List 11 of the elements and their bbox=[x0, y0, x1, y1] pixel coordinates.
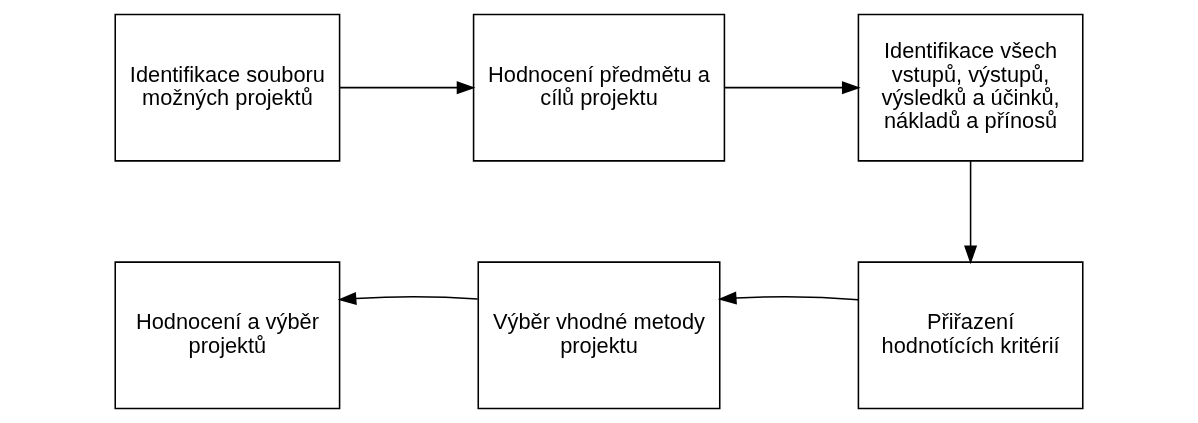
arrow bbox=[339, 81, 476, 95]
node-box: Identifikace všech vstupů, výstupů, výsledků a účinků, nákladů a přínosů bbox=[857, 13, 1084, 162]
node-box: Výběr vhodné metody projektu bbox=[477, 261, 721, 410]
node-box: Hodnocení předmětu a cílů projektu bbox=[472, 13, 726, 162]
node-box: Hodnocení a výběr projektů bbox=[114, 261, 341, 410]
arrow bbox=[337, 291, 479, 305]
node-box: Přiřazení hodnotících kritérií bbox=[857, 261, 1084, 410]
arrow bbox=[717, 291, 859, 305]
arrow bbox=[724, 81, 861, 95]
node-box: Identifikace souboru možných projektů bbox=[114, 13, 341, 162]
arrow bbox=[964, 160, 978, 265]
